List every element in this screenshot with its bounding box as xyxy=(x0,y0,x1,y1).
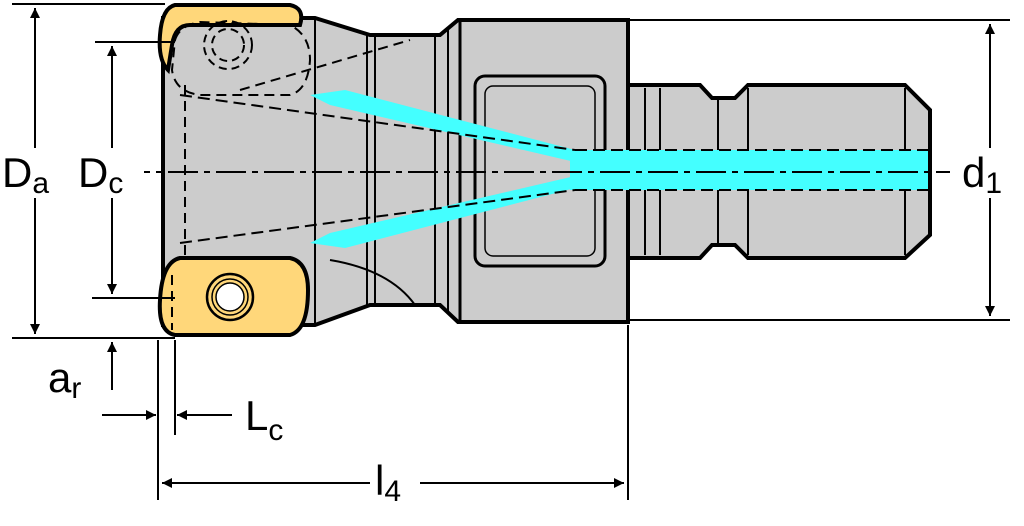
insert-top xyxy=(157,2,312,96)
label-Da: Da xyxy=(2,149,49,200)
label-Lc: Lc xyxy=(245,392,283,447)
insert-bottom xyxy=(157,256,311,337)
tool-body xyxy=(161,16,630,327)
coolant-channels xyxy=(179,90,930,248)
label-ar: ar xyxy=(48,354,81,405)
label-l4: l4 xyxy=(375,457,401,508)
label-d1: d1 xyxy=(962,149,1002,200)
extension-lines xyxy=(12,3,1010,500)
label-Dc: Dc xyxy=(78,149,123,200)
